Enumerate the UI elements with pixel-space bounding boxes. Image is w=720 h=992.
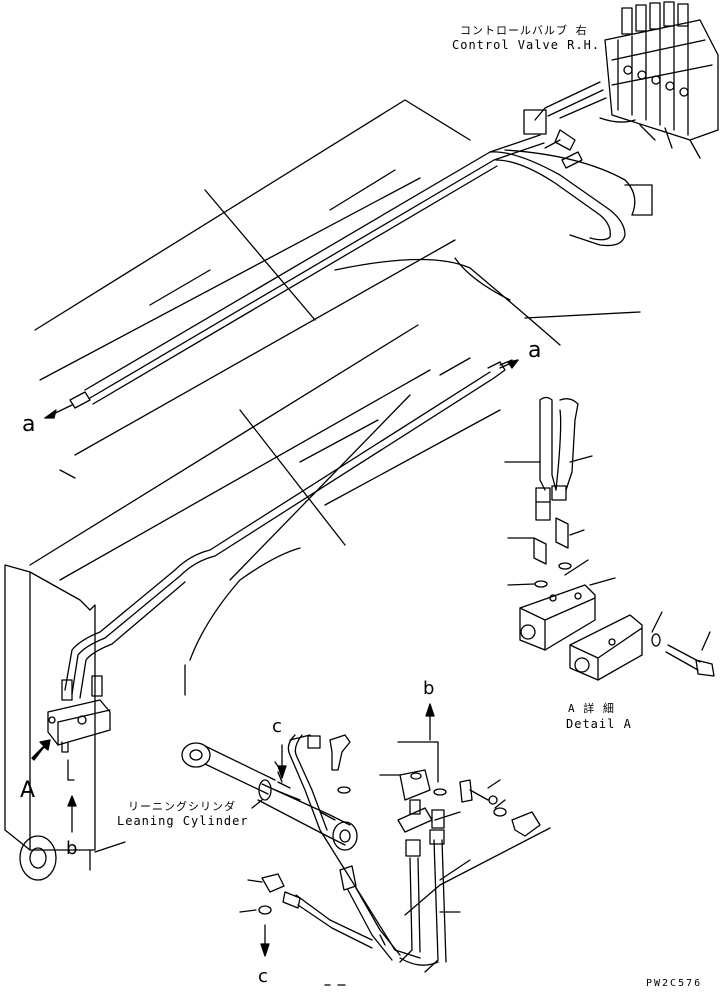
ref-b-arrow-up (425, 703, 435, 741)
detail-a-assembly (504, 396, 715, 681)
control-valve-label-jp: コントロールバルブ 右 (460, 24, 588, 37)
detail-a-label-en: Detail A (566, 717, 632, 731)
lower-frame-outline (29, 324, 501, 696)
ref-a-label-right: a (528, 338, 542, 363)
upper-hose-pair (69, 134, 653, 409)
cylinder-hoses (274, 734, 447, 973)
leaning-cylinder-label-jp: リーニングシリンダ (128, 800, 236, 813)
control-valve-label-en: Control Valve R.H. (452, 38, 601, 52)
detail-a-label-jp: A 詳 細 (568, 702, 615, 715)
view-a-label: A (20, 778, 36, 803)
ref-a-arrow-right (499, 359, 519, 369)
ref-a-arrow-left (44, 404, 73, 419)
ref-c-arrow-down (260, 924, 270, 957)
leader-lines (251, 799, 346, 986)
view-a-arrow (31, 739, 75, 781)
ref-b-label-up: b (423, 678, 435, 699)
ref-c-arrow-upper (277, 744, 287, 779)
ref-b-arrow-left (67, 795, 77, 833)
mid-fitting-cluster (379, 741, 551, 916)
drawing-code: PW2C576 (646, 978, 703, 989)
leaning-cylinder (181, 742, 358, 851)
ref-b-label-left: b (66, 838, 78, 859)
upper-frame-outline (34, 99, 641, 456)
ref-c-label-upper: c (272, 716, 282, 737)
left-bracket (4, 564, 126, 881)
ref-a-label-left: a (22, 412, 36, 437)
lower-hose-pair (64, 359, 513, 699)
leaning-cylinder-label-en: Leaning Cylinder (117, 814, 249, 828)
ref-c-label-lower: c (258, 966, 268, 987)
control-valve-rh (523, 1, 719, 169)
lever-valve-block (47, 675, 111, 753)
lower-fitting-c (239, 873, 285, 915)
